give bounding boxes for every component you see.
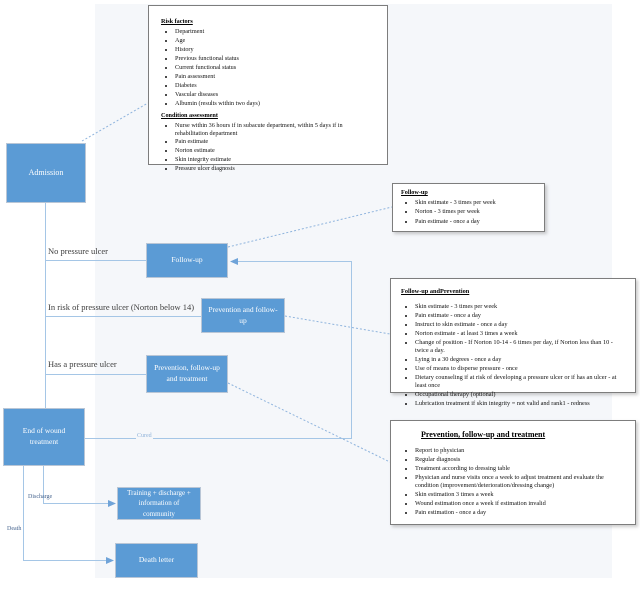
note-bullet: Diabetes [175, 82, 377, 89]
edge-label-cured: Cured [136, 433, 153, 439]
note-bullet: Change of position - If Norton 10-14 - 6… [415, 339, 627, 354]
risk-factors-title: Risk factors [161, 18, 193, 25]
followup-note: Follow-up Skin estimate - 3 times per we… [392, 183, 545, 232]
risk-factors-list: DepartmentAgeHistoryPrevious functional … [161, 28, 377, 107]
node-followup: Follow-up [146, 243, 228, 278]
note-bullet: Lubrication treatment if skin integrity … [415, 400, 627, 408]
node-prevention-followup-treatment: Prevention, follow-up and treatment [146, 355, 228, 393]
edge-label-has-ulcer: Has a pressure ulcer [48, 359, 117, 369]
note-bullet: Pain estimate - once a day [415, 312, 627, 320]
risk-factors-note: Risk factors DepartmentAgeHistoryPreviou… [148, 5, 388, 172]
note-bullet: Dietary counseling if at risk of develop… [415, 374, 627, 389]
note-bullet: Pressure ulcer diagnosis [175, 165, 377, 172]
note-bullet: Norton - 3 times per week [415, 208, 538, 215]
note-bullet: Age [175, 37, 377, 44]
note-bullet: Lying in a 30 degrees - once a day [415, 356, 627, 364]
node-prevention-followup: Prevention and follow-up [201, 298, 285, 333]
note-bullet: Pain assessment [175, 73, 377, 80]
note-bullet: Treatment according to dressing table [415, 465, 627, 473]
note-bullet: Previous functional status [175, 55, 377, 62]
note-bullet: Vascular diseases [175, 91, 377, 98]
note-bullet: Department [175, 28, 377, 35]
note-bullet: Pain estimate - once a day [415, 218, 538, 225]
node-end-of-wound-treatment: End of wound treatment [3, 408, 85, 466]
prevention-treatment-note-list: Report to physicianRegular diagnosisTrea… [401, 447, 627, 517]
edge-label-in-risk: In risk of pressure ulcer (Norton below … [48, 302, 195, 312]
note-bullet: Skin estimate - 3 times per week [415, 303, 627, 311]
note-bullet: History [175, 46, 377, 53]
note-bullet: Current functional status [175, 64, 377, 71]
note-bullet: Regular diagnosis [415, 456, 627, 464]
note-bullet: Albumin (results within two days) [175, 100, 377, 107]
note-bullet: Skin estimate - 3 times per week [415, 199, 538, 206]
node-death-letter: Death letter [115, 543, 198, 578]
node-admission: Admission [6, 143, 86, 203]
prevention-treatment-note: Prevention, follow-up and treatment Repo… [390, 420, 636, 525]
followup-prevention-note: Follow-up andPrevention Skin estimate - … [390, 278, 636, 407]
note-bullet: Physician and nurse visits once a week t… [415, 474, 627, 489]
note-bullet: Pain estimation - once a day [415, 509, 627, 517]
note-bullet: Nurse within 36 hours if in subacute dep… [175, 122, 377, 137]
followup-note-list: Skin estimate - 3 times per weekNorton -… [401, 199, 538, 225]
note-bullet: Instruct to skin estimate - once a day [415, 321, 627, 329]
condition-assessment-list: Nurse within 36 hours if in subacute dep… [161, 122, 377, 172]
note-bullet: Wound estimation once a week if estimati… [415, 500, 627, 508]
note-bullet: Skin integrity estimate [175, 156, 377, 163]
edge-label-death: Death [7, 526, 22, 532]
note-bullet: Norton estimate [175, 147, 377, 154]
note-bullet: Norton estimate - at least 3 times a wee… [415, 330, 627, 338]
note-bullet: Pain estimate [175, 138, 377, 145]
followup-prevention-note-list: Skin estimate - 3 times per weekPain est… [401, 303, 627, 408]
prevention-treatment-note-title: Prevention, follow-up and treatment [421, 430, 546, 439]
note-bullet: Use of means to disperse pressure - once [415, 365, 627, 373]
followup-prevention-note-title: Follow-up andPrevention [401, 288, 470, 295]
condition-assessment-title: Condition assessment [161, 111, 218, 119]
node-training-discharge: Training + discharge + information of co… [117, 487, 201, 520]
edge-label-discharge: Discharge [28, 494, 53, 500]
note-bullet: Occupational therapy (optional) [415, 391, 627, 399]
followup-note-title: Follow-up [401, 189, 428, 196]
note-bullet: Report to physician [415, 447, 627, 455]
edge-label-no-pressure-ulcer: No pressure ulcer [48, 246, 108, 256]
note-bullet: Skin estimation 3 times a week [415, 491, 627, 499]
